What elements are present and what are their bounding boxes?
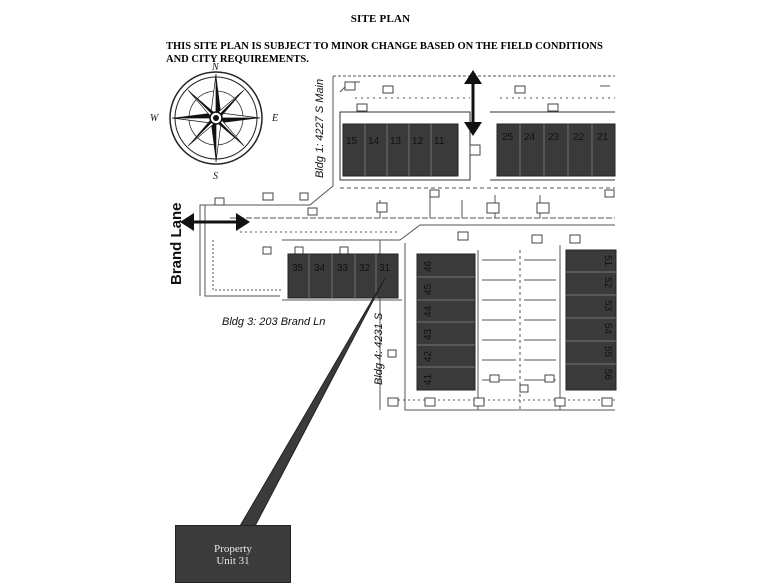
unit-33-label: 33: [337, 263, 349, 274]
unit-11-label: 11: [434, 136, 445, 147]
vertical-access-arrow-icon: [464, 70, 482, 136]
unit-54-label: 54: [602, 323, 613, 335]
unit-51-label: 51: [602, 255, 613, 267]
unit-31-label: 31: [379, 263, 391, 274]
compass-south-label: S: [213, 171, 218, 182]
compass-north-label: N: [211, 62, 220, 73]
bldg-1-label: Bldg 1: 4227 S Main: [314, 79, 326, 178]
unit-22-label: 22: [573, 132, 585, 143]
unit-12-label: 12: [412, 136, 424, 147]
unit-46-label: 46: [423, 260, 434, 272]
compass-east-label: E: [271, 113, 278, 124]
building-1: 15 14 13 12 11: [342, 123, 459, 177]
unit-24-label: 24: [524, 132, 536, 143]
building-5: 51 52 53 54 55 56: [565, 249, 617, 391]
site-plan-notice: THIS SITE PLAN IS SUBJECT TO MINOR CHANG…: [166, 40, 626, 66]
bldg-4-label: Bldg 4: 4231 S: [373, 312, 385, 385]
site-linework: [199, 75, 615, 411]
property-callout-box: Property Unit 31: [175, 525, 291, 583]
compass-rose-icon: [169, 71, 263, 165]
page-title: SITE PLAN: [350, 13, 411, 25]
unit-53-label: 53: [602, 300, 613, 312]
unit-14-label: 14: [368, 136, 380, 147]
notice-line-2: AND CITY REQUIREMENTS.: [166, 54, 309, 65]
unit-15-label: 15: [346, 136, 358, 147]
notice-line-1: THIS SITE PLAN IS SUBJECT TO MINOR CHANG…: [166, 41, 603, 52]
unit-32-label: 32: [359, 263, 371, 274]
unit-45-label: 45: [423, 283, 434, 295]
site-fixtures: [214, 81, 615, 407]
unit-21-label: 21: [597, 132, 609, 143]
unit-52-label: 52: [602, 277, 613, 289]
unit-41-label: 41: [423, 373, 434, 385]
unit-43-label: 43: [423, 328, 434, 340]
unit-34-label: 34: [314, 263, 326, 274]
unit-44-label: 44: [423, 305, 434, 317]
unit-42-label: 42: [423, 350, 434, 362]
unit-56-label: 56: [602, 369, 613, 381]
callout-line-2: Unit 31: [216, 555, 250, 567]
building-4: 46 45 44 43 42 41: [416, 253, 476, 391]
unit-13-label: 13: [390, 136, 402, 147]
horizontal-access-arrow-icon: [180, 213, 250, 231]
compass-west-label: W: [150, 113, 160, 124]
callout-line-1: Property: [214, 543, 252, 555]
unit-23-label: 23: [548, 132, 560, 143]
unit-35-label: 35: [292, 263, 304, 274]
unit-55-label: 55: [602, 346, 613, 358]
building-3: 35 34 33 32 31: [287, 253, 399, 299]
unit-25-label: 25: [502, 132, 514, 143]
brand-lane-label: Brand Lane: [168, 202, 185, 285]
bldg-3-label: Bldg 3: 203 Brand Ln: [222, 316, 325, 328]
building-2: 25 24 23 22 21: [496, 123, 616, 177]
